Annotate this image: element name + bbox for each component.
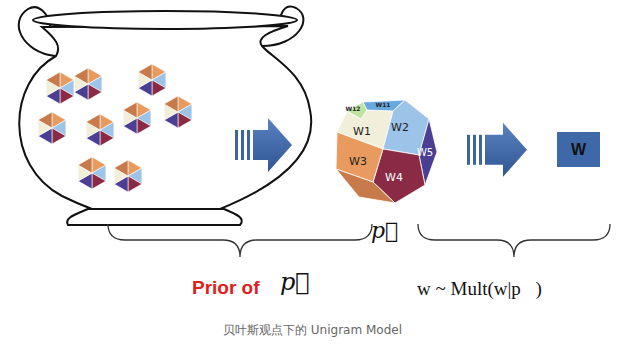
face-label: W2	[391, 122, 409, 133]
arrow-part	[485, 123, 527, 177]
small-die	[114, 160, 142, 192]
small-die-face	[86, 114, 100, 130]
small-die-face	[128, 176, 142, 192]
urn	[19, 7, 311, 225]
block-arrow	[467, 123, 527, 177]
face-label: W4	[385, 172, 403, 183]
urn-body	[19, 26, 311, 209]
small-die-face	[152, 80, 166, 96]
small-die-face	[92, 173, 106, 189]
small-die-face	[137, 118, 151, 134]
brace	[108, 224, 372, 257]
small-die-face	[52, 128, 66, 144]
arrow-stripe	[473, 135, 476, 165]
small-die	[46, 72, 74, 104]
arrow-stripe	[467, 135, 470, 165]
die-node: W12 W11W1 W2W5W3W4	[333, 97, 437, 203]
face-label: W11	[376, 102, 391, 108]
small-die-face	[38, 112, 52, 128]
face-label: W1	[353, 126, 371, 137]
vector-label: p⃗	[371, 218, 398, 244]
word-label: W	[571, 141, 586, 159]
small-die-face	[138, 64, 152, 80]
word-box: W	[557, 132, 600, 167]
formula-label: w ~ Mult(w|p⃗)	[417, 278, 542, 301]
small-die	[78, 157, 106, 189]
small-die-face	[60, 88, 74, 104]
small-die-face	[78, 157, 92, 173]
small-die-face	[46, 72, 60, 88]
arrow-stripe	[479, 135, 482, 165]
block-arrow	[235, 118, 292, 172]
small-die	[123, 102, 151, 134]
small-die	[38, 112, 66, 144]
face-label: W5	[417, 148, 433, 158]
small-die	[74, 68, 102, 100]
small-die-face	[100, 130, 114, 146]
small-die-face	[123, 102, 137, 118]
small-die	[86, 114, 114, 146]
caption: 贝叶斯观点下的 Unigram Model	[223, 322, 402, 339]
urn-rim	[33, 11, 297, 29]
face-label: W12	[346, 106, 361, 112]
urn-foot	[67, 209, 242, 225]
brace	[418, 224, 610, 257]
face-label: W3	[349, 156, 367, 167]
small-die-face	[88, 84, 102, 100]
small-die-face	[164, 96, 178, 112]
vector-label: p⃗	[280, 268, 310, 297]
small-dice	[38, 64, 192, 192]
small-die-face	[74, 68, 88, 84]
small-die	[138, 64, 166, 96]
prior-label: Prior of	[192, 277, 260, 300]
small-die-face	[178, 112, 192, 128]
small-die	[164, 96, 192, 128]
small-die-face	[114, 160, 128, 176]
